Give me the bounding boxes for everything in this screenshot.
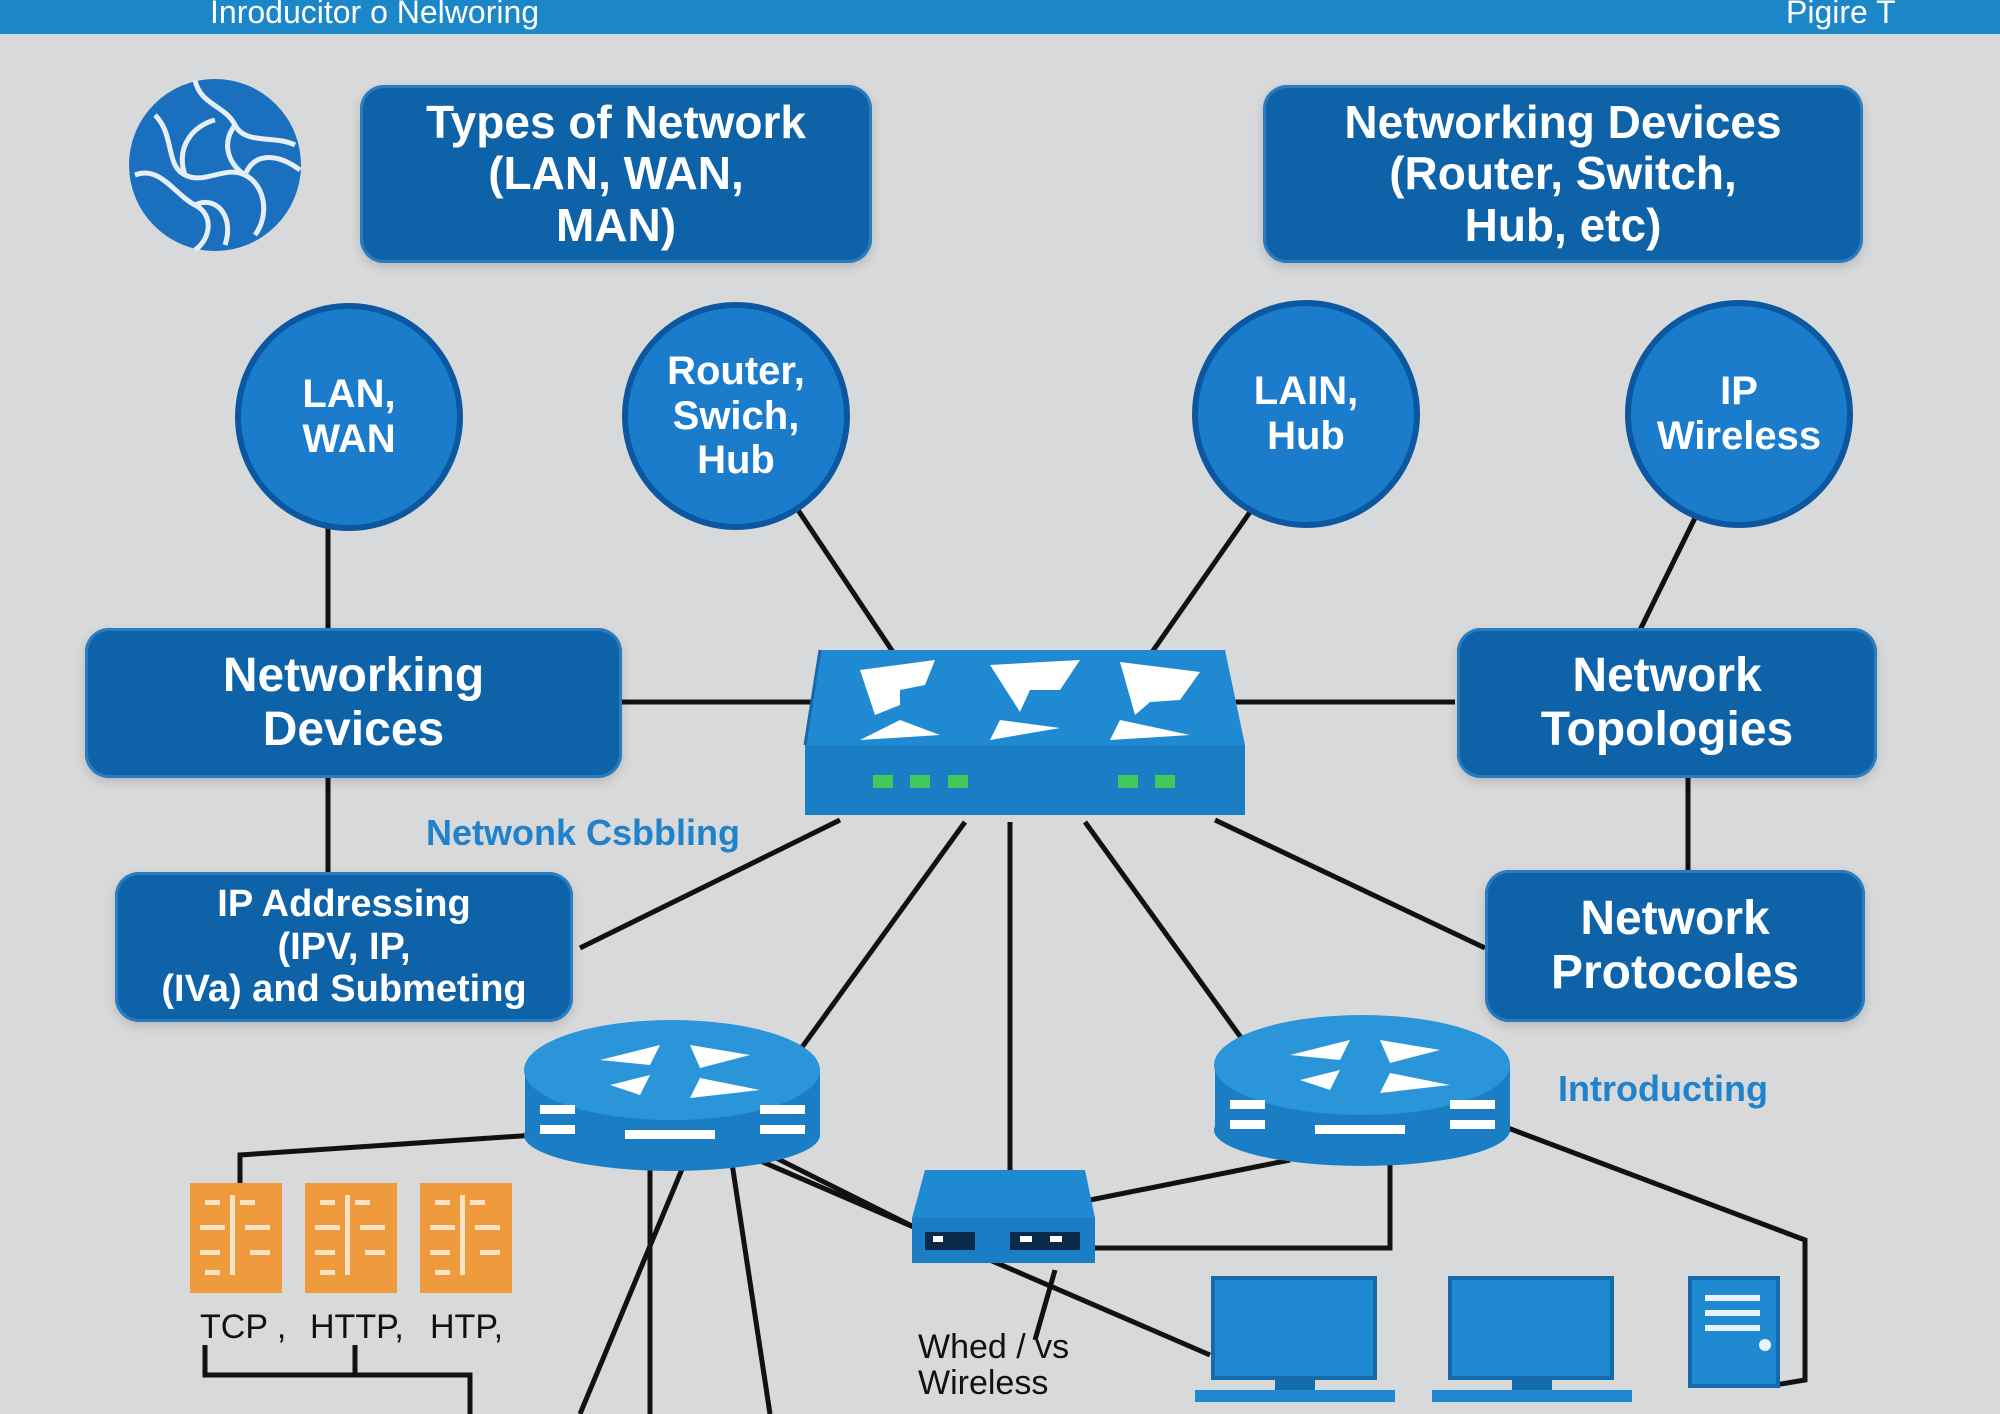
protocol-label-tcp: TCP , bbox=[200, 1308, 287, 1346]
circle-router-switch-hub: Router, Swich, Hub bbox=[622, 302, 850, 530]
networking-devices-top-line2: (Router, Switch, bbox=[1389, 147, 1737, 200]
chip-icon-2 bbox=[305, 1183, 397, 1293]
network-cabling-label: Netwonk Csbbling bbox=[426, 812, 740, 853]
monitor-icon-1 bbox=[1195, 1276, 1395, 1402]
circle-lain-hub: LAIN, Hub bbox=[1192, 300, 1420, 528]
types-of-network-line2: (LAN, WAN, bbox=[488, 147, 744, 200]
networking-devices-top-box: Networking Devices (Router, Switch, Hub,… bbox=[1263, 85, 1863, 263]
circle-ip-wireless: IP Wireless bbox=[1625, 300, 1853, 528]
router-left-icon bbox=[524, 1020, 820, 1171]
types-of-network-line1: Types of Network bbox=[426, 95, 806, 148]
network-protocols-box: Network Protocoles bbox=[1485, 870, 1865, 1022]
wired-vs-wireless-label: Whed / vs Wireless bbox=[918, 1328, 1070, 1402]
server-tower-icon bbox=[1688, 1276, 1780, 1388]
monitor-icon-2 bbox=[1432, 1276, 1632, 1402]
types-of-network-line3: MAN) bbox=[555, 198, 677, 251]
circle-lan-wan: LAN, WAN bbox=[235, 303, 463, 531]
line-lainhub-to-switch bbox=[1147, 510, 1253, 657]
line-switch-to-router-left bbox=[797, 820, 968, 1052]
network-topologies-line1: Network bbox=[1572, 649, 1762, 703]
header-page-label: Pigire T bbox=[1786, 0, 1896, 30]
wired-vs-wireless-line2: Wireless bbox=[918, 1363, 1049, 1402]
circle-lan-wan-line2: WAN bbox=[302, 417, 396, 461]
circle-router-line3: Hub bbox=[697, 438, 775, 483]
wired-vs-wireless-line1: Whed / vs bbox=[918, 1328, 1070, 1366]
circle-router-line2: Swich, bbox=[672, 393, 800, 438]
line-router-circle-to-switch bbox=[795, 508, 898, 657]
circle-lain-hub-line1: LAIN, bbox=[1253, 369, 1359, 414]
network-topologies-box: Network Topologies bbox=[1457, 628, 1877, 778]
protocol-label-http: HTTP, bbox=[310, 1308, 404, 1346]
networking-devices-line1: Networking bbox=[222, 649, 485, 703]
connection-lines bbox=[202, 508, 1808, 1414]
introducing-label: Introducting bbox=[1558, 1068, 1768, 1109]
globe-icon bbox=[129, 79, 302, 253]
ip-addressing-line2: (IPV, IP, bbox=[277, 925, 411, 968]
network-topologies-line2: Topologies bbox=[1540, 703, 1794, 756]
ip-addressing-line3: (IVa) and Submeting bbox=[161, 968, 527, 1011]
chip-icon-3 bbox=[420, 1183, 512, 1293]
ip-addressing-box: IP Addressing (IPV, IP, (IVa) and Submet… bbox=[115, 872, 573, 1022]
line-ipwireless-to-topologies bbox=[1637, 516, 1698, 632]
ip-addressing-line1: IP Addressing bbox=[217, 883, 471, 926]
circle-ip-wireless-line2: Wireless bbox=[1656, 414, 1822, 458]
line-switch-to-protocols bbox=[1213, 817, 1487, 951]
line-ip-to-switch bbox=[578, 817, 842, 951]
protocol-chip-icons bbox=[190, 1183, 512, 1293]
network-protocols-line2: Protocoles bbox=[1550, 946, 1800, 999]
main-switch-icon bbox=[803, 649, 1245, 815]
circle-lain-hub-line2: Hub bbox=[1267, 414, 1345, 458]
circle-lan-wan-line1: LAN, bbox=[302, 372, 396, 417]
header-title: Inroducitor o Nelworing bbox=[210, 0, 540, 30]
networking-devices-top-line1: Networking Devices bbox=[1344, 95, 1782, 148]
line-switch-to-router-right bbox=[1082, 820, 1253, 1052]
networking-devices-top-line3: Hub, etc) bbox=[1464, 198, 1662, 251]
small-switch-icon bbox=[912, 1170, 1095, 1263]
networking-devices-line2: Devices bbox=[262, 703, 445, 756]
circle-router-line1: Router, bbox=[667, 348, 805, 393]
network-protocols-line1: Network bbox=[1580, 892, 1770, 946]
types-of-network-box: Types of Network (LAN, WAN, MAN) bbox=[360, 85, 872, 263]
circle-ip-wireless-line1: IP bbox=[1720, 369, 1758, 414]
router-right-icon bbox=[1214, 1015, 1510, 1166]
networking-devices-box: Networking Devices bbox=[85, 628, 622, 778]
chip-icon-1 bbox=[190, 1183, 282, 1293]
header-bar: Inroducitor o Nelworing Pigire T bbox=[0, 0, 2000, 34]
line-router-to-chip bbox=[237, 1132, 536, 1185]
protocol-label-htp: HTP, bbox=[430, 1308, 504, 1346]
